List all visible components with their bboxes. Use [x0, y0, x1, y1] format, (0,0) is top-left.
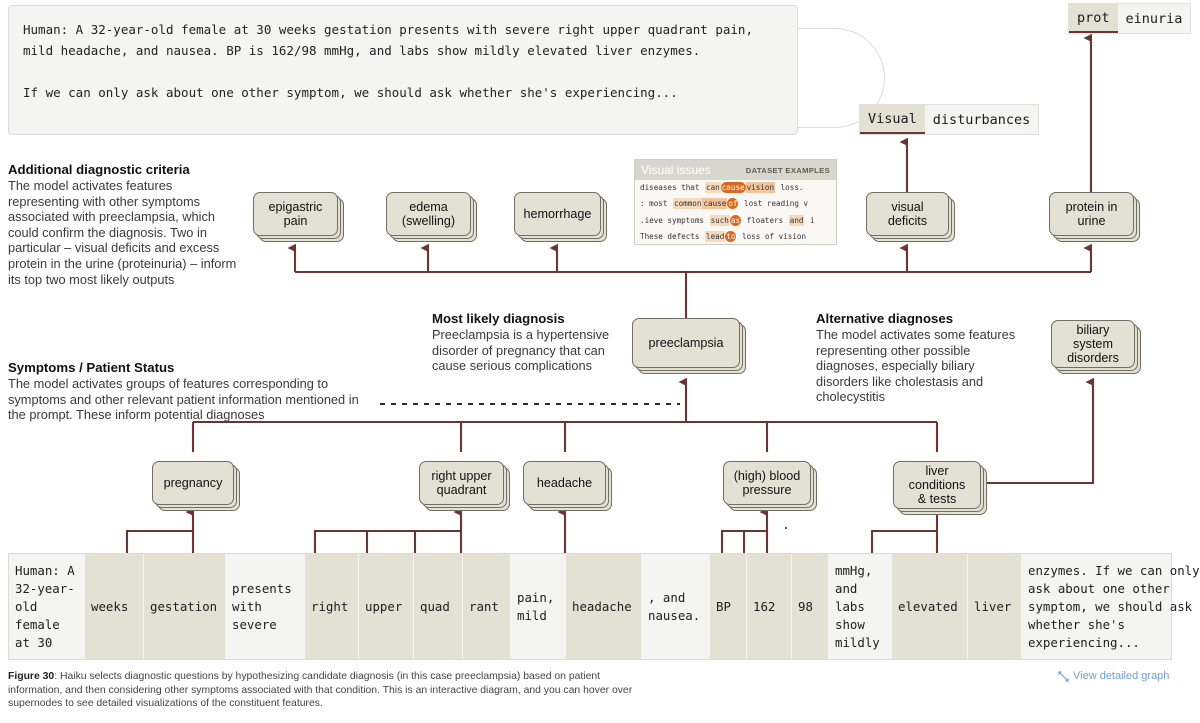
dataset-token-highlight: common	[673, 198, 703, 210]
annotation-title: Symptoms / Patient Status	[8, 360, 175, 375]
supernode-visual-deficits[interactable]: visual deficits	[866, 192, 949, 236]
output-token-rest: einuria	[1125, 10, 1183, 27]
prompt-token[interactable]: right	[305, 554, 359, 659]
prompt-token[interactable]: pain, mild	[511, 554, 566, 659]
supernode-label: visual deficits	[887, 200, 928, 228]
supernode-pregnancy[interactable]: pregnancy	[152, 461, 234, 505]
supernode-label: biliary system disorders	[1067, 323, 1119, 365]
dataset-token: diseases that	[640, 183, 705, 192]
dataset-token-highlight: and	[788, 214, 805, 226]
supernode-epigastric-pain[interactable]: epigastric pain	[253, 192, 338, 236]
figure-caption: Figure 30: Haiku selects diagnostic ques…	[8, 670, 648, 711]
output-proteinuria[interactable]: prot einuria	[1068, 3, 1192, 34]
prompt-token[interactable]: upper	[359, 554, 414, 659]
supernode-label: hemorrhage	[523, 207, 592, 221]
dataset-token-highlight: such	[709, 214, 730, 226]
annotation-title: Most likely diagnosis	[432, 311, 565, 326]
output-token-rest: disturbances	[932, 111, 1031, 128]
supernode-label: right upper quadrant	[431, 469, 492, 497]
output-visual-disturbances[interactable]: Visual disturbances	[859, 104, 1040, 135]
supernode-liver-conditions[interactable]: liver conditions & tests	[893, 461, 981, 509]
dataset-token-highlight: of	[727, 198, 739, 210]
supernode-label: epigastric pain	[268, 200, 323, 228]
annotation-body: Preeclampsia is a hypertensive disorder …	[432, 327, 610, 374]
annotation-additional-diagnostic-criteria: Additional diagnostic criteria The model…	[8, 162, 244, 287]
dataset-token-highlight: to	[725, 230, 737, 242]
supernode-blood-pressure[interactable]: (high) blood pressure	[723, 461, 811, 505]
figure-label: Figure 30	[8, 671, 55, 682]
dataset-token: loss.	[776, 183, 804, 192]
prompt-token[interactable]: liver	[968, 554, 1022, 659]
prompt-token[interactable]: headache	[566, 554, 642, 659]
supernode-label: pregnancy	[163, 476, 223, 490]
dataset-token-highlight: as	[729, 214, 742, 226]
figure-caption-text: : Haiku selects diagnostic questions by …	[8, 671, 633, 710]
annotation-body: The model activates groups of features c…	[8, 376, 359, 423]
supernode-label: edema (swelling)	[401, 200, 456, 228]
prompt-token[interactable]: , and nausea.	[642, 554, 710, 659]
supernode-biliary-system-disorders[interactable]: biliary system disorders	[1051, 320, 1135, 368]
supernode-preeclampsia[interactable]: preeclampsia	[632, 318, 740, 368]
supernode-label: preeclampsia	[648, 336, 724, 350]
prompt-token[interactable]: mmHg, and labs show mildly	[829, 554, 892, 659]
supernode-label: protein in urine	[1065, 200, 1118, 228]
dataset-popup-header: Visual issues DATASET EXAMPLES	[635, 160, 836, 180]
view-detailed-graph-button[interactable]: View detailed graph	[1058, 670, 1169, 682]
dataset-popup-title: Visual issues	[641, 163, 711, 177]
dataset-token: lost reading v	[739, 199, 809, 209]
prompt-token[interactable]: Human: A 32-year-old female at 30	[9, 554, 85, 659]
supernode-headache[interactable]: headache	[523, 461, 606, 505]
dataset-token-highlight: lead	[705, 230, 726, 242]
output-token-highlight[interactable]: prot	[1069, 4, 1118, 33]
prompt-token[interactable]: 162	[747, 554, 792, 659]
supernode-edema[interactable]: edema (swelling)	[386, 192, 471, 236]
prompt-token[interactable]: weeks	[85, 554, 144, 659]
dataset-token: loss of vision	[737, 231, 807, 241]
prompt-token[interactable]: BP	[710, 554, 747, 659]
annotation-symptoms-patient-status: Symptoms / Patient Status The model acti…	[8, 360, 360, 423]
annotation-title: Additional diagnostic criteria	[8, 162, 190, 177]
supernode-hemorrhage[interactable]: hemorrhage	[514, 192, 601, 236]
supernode-label: liver conditions & tests	[908, 464, 966, 506]
dataset-examples-popup[interactable]: Visual issues DATASET EXAMPLES diseases …	[634, 159, 837, 245]
annotation-most-likely-diagnosis: Most likely diagnosis Preeclampsia is a …	[432, 311, 632, 374]
output-token-highlight[interactable]: Visual	[860, 105, 925, 134]
prompt-token[interactable]: gestation	[144, 554, 226, 659]
dataset-token-highlight: vision	[745, 182, 776, 193]
supernode-label: (high) blood pressure	[733, 469, 801, 497]
prompt-token[interactable]: presents with severe	[226, 554, 305, 659]
dataset-token: .ieve symptoms	[640, 215, 709, 225]
supernode-label: headache	[536, 476, 593, 490]
dataset-token: floaters	[742, 215, 788, 225]
prompt-token[interactable]: quad	[414, 554, 463, 659]
dataset-token-highlight: cause	[702, 198, 728, 210]
dataset-token-highlight: cause	[720, 182, 746, 193]
annotation-body: The model activates features representin…	[8, 178, 237, 287]
dataset-token-highlight: can	[705, 182, 721, 193]
annotation-alternative-diagnoses: Alternative diagnoses The model activate…	[816, 311, 1028, 405]
prompt-token[interactable]: elevated	[892, 554, 968, 659]
view-detailed-graph-label: View detailed graph	[1073, 670, 1170, 682]
dataset-token: i	[805, 215, 815, 225]
prompt-token[interactable]: rant	[463, 554, 511, 659]
prompt-token[interactable]: 98	[792, 554, 829, 659]
dataset-token: : most	[640, 199, 673, 209]
expand-icon	[1058, 670, 1069, 682]
supernode-right-upper-quadrant[interactable]: right upper quadrant	[419, 461, 504, 505]
prompt-bubble: Human: A 32-year-old female at 30 weeks …	[8, 5, 798, 135]
annotation-body: The model activates some features repres…	[816, 327, 1016, 405]
supernode-protein-in-urine[interactable]: protein in urine	[1049, 192, 1134, 236]
dataset-token: These defects	[640, 231, 705, 241]
annotation-title: Alternative diagnoses	[816, 311, 954, 326]
dataset-popup-subtitle: DATASET EXAMPLES	[745, 165, 830, 175]
prompt-token[interactable]: enzymes. If we can only ask about one ot…	[1022, 554, 1200, 659]
